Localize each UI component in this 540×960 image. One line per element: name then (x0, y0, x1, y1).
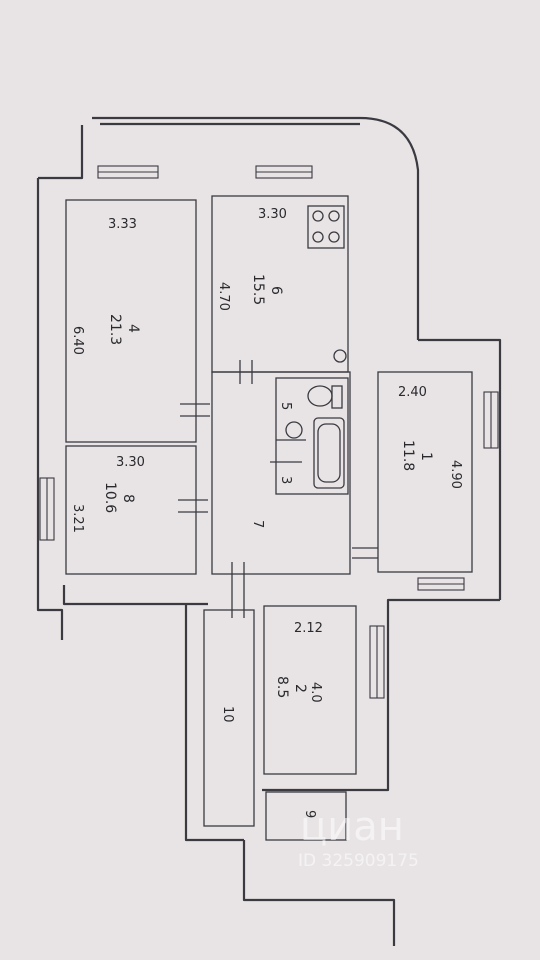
door-marks (178, 360, 378, 618)
fixtures (285, 205, 347, 489)
room-8-number: 8 (120, 494, 136, 503)
room-3-number: 3 (278, 476, 293, 484)
room-2-outline (263, 605, 357, 775)
room-5-number: 5 (278, 402, 293, 410)
room-6-area: 15.5 (250, 274, 266, 305)
room-6-number: 6 (268, 286, 284, 295)
room-1-outline (377, 371, 473, 573)
bathroom-outline (275, 377, 349, 495)
room-9-number: 9 (302, 810, 317, 818)
room-2-width: 2.12 (294, 621, 323, 636)
room-2-length: 4.0 (308, 682, 323, 703)
room-1-number: 1 (418, 452, 434, 461)
room-2-number: 2 (292, 684, 308, 693)
room-1-area: 11.8 (400, 440, 416, 471)
toilet-icon (307, 385, 343, 409)
room-6-width: 3.30 (258, 207, 287, 222)
windows (39, 165, 499, 699)
room-4-area: 21.3 (107, 314, 123, 345)
bathtub-icon (313, 417, 345, 489)
room-4-number: 4 (125, 324, 141, 333)
room-1-width: 2.40 (398, 385, 427, 400)
stove-icon (307, 205, 345, 249)
room-10-outline (203, 609, 255, 827)
room-8-outline (65, 445, 197, 575)
walls (36, 116, 502, 946)
room-6-length: 4.70 (216, 282, 231, 311)
room-10-number: 10 (220, 706, 235, 723)
room-7-number: 7 (250, 520, 265, 528)
room-2-area: 8.5 (274, 676, 290, 698)
watermark-brand: циан (300, 804, 404, 850)
room-7-outline (211, 371, 351, 575)
kitchen-sink-icon (333, 349, 347, 363)
watermark-id: ID 325909175 (298, 851, 419, 871)
room-8-width: 3.30 (116, 455, 145, 470)
washbasin-icon (285, 421, 303, 439)
room-9-outline (265, 791, 347, 841)
room-4-length: 6.40 (70, 326, 85, 355)
room-4-outline (65, 199, 197, 443)
room-4-width: 3.33 (108, 217, 137, 232)
room-8-length: 3.21 (70, 504, 85, 533)
room-8-area: 10.6 (102, 482, 118, 513)
room-1-length: 4.90 (448, 460, 463, 489)
